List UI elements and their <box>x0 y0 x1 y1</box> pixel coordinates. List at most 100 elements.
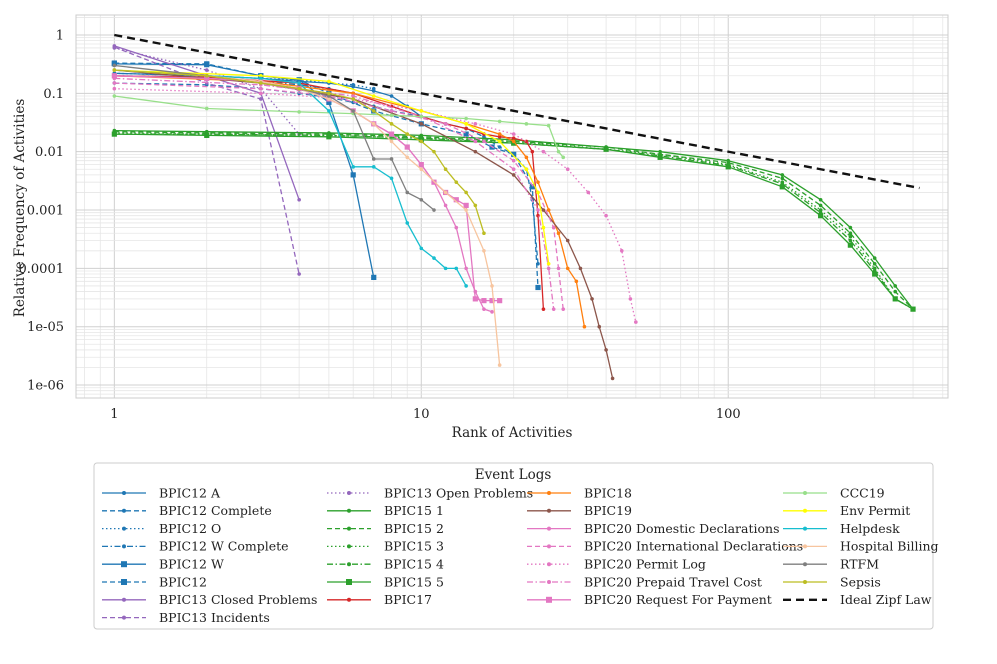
x-axis-label: Rank of Activities <box>452 425 573 441</box>
data-point <box>497 139 502 144</box>
series-line <box>114 46 300 275</box>
data-point <box>111 73 117 79</box>
data-point <box>464 266 468 271</box>
legend-item: BPIC13 Incidents <box>102 610 270 625</box>
data-point <box>443 190 448 195</box>
data-point <box>628 297 633 301</box>
legend-label: BPIC20 Domestic Declarations <box>584 521 780 536</box>
data-point <box>419 114 424 119</box>
data-point <box>872 271 878 277</box>
data-point <box>565 238 570 243</box>
data-point <box>872 266 877 271</box>
y-tick-label: 1 <box>56 28 64 43</box>
series-line <box>114 133 914 310</box>
series-layer <box>111 33 920 381</box>
series-line <box>114 45 300 200</box>
legend-label: BPIC19 <box>584 503 632 518</box>
data-point <box>473 149 478 154</box>
data-point <box>297 110 301 114</box>
data-point <box>432 208 436 212</box>
data-point <box>371 86 376 91</box>
legend-item: BPIC12 A <box>102 485 221 500</box>
data-point <box>556 149 561 154</box>
data-point <box>419 246 424 251</box>
data-point <box>443 167 448 172</box>
data-point <box>511 136 516 141</box>
data-point <box>371 94 376 98</box>
data-point <box>351 97 355 101</box>
series-line <box>114 77 555 310</box>
legend-label: Sepsis <box>840 574 881 589</box>
legend-item: BPIC20 International Declarations <box>527 539 803 554</box>
data-point <box>419 139 424 144</box>
y-axis-label: Relative Frequency of Activities <box>12 99 28 318</box>
data-point <box>511 132 516 136</box>
data-point <box>296 77 302 83</box>
legend-label: BPIC20 International Declarations <box>584 539 803 554</box>
legend-label: BPIC15 3 <box>384 539 444 554</box>
data-point <box>818 208 823 212</box>
data-point <box>405 155 410 160</box>
series-line <box>114 132 914 310</box>
data-point <box>388 131 395 137</box>
data-point <box>546 123 551 128</box>
data-point <box>511 158 516 163</box>
series-group <box>114 33 920 190</box>
data-point <box>204 68 209 72</box>
legend-swatch-marker <box>347 508 351 513</box>
data-point <box>780 176 785 181</box>
data-point <box>524 155 529 160</box>
data-point <box>546 208 551 212</box>
data-point <box>482 231 486 236</box>
legend-swatch-marker <box>347 597 351 602</box>
legend-label: BPIC12 W <box>159 557 224 572</box>
data-point <box>443 203 448 208</box>
series-line <box>114 129 914 310</box>
data-point <box>112 68 117 72</box>
data-point <box>565 266 570 271</box>
data-point <box>463 131 469 137</box>
data-point <box>489 298 495 304</box>
data-point <box>893 289 898 294</box>
data-point <box>464 208 468 212</box>
data-point <box>443 122 448 126</box>
data-point <box>511 139 516 144</box>
legend-label: CCC19 <box>840 485 885 500</box>
data-point <box>405 132 410 136</box>
legend-label: BPIC15 5 <box>384 574 444 589</box>
data-point <box>258 73 263 78</box>
data-point <box>574 279 579 284</box>
data-point <box>551 307 556 311</box>
legend-label: Hospital Billing <box>840 539 939 554</box>
data-point <box>371 274 377 281</box>
data-point <box>204 106 209 111</box>
legend-box <box>93 462 934 630</box>
data-point <box>443 266 448 271</box>
series-group <box>111 131 916 312</box>
series-line <box>114 133 914 310</box>
data-point <box>848 225 853 230</box>
data-point <box>351 91 355 96</box>
y-tick-label: 1e-05 <box>27 320 64 335</box>
legend-item: Sepsis <box>783 574 881 589</box>
data-point <box>481 298 487 304</box>
legend-item: Hospital Billing <box>783 539 939 554</box>
legend-label: Helpdesk <box>840 521 900 536</box>
data-point <box>419 109 424 113</box>
data-point <box>847 242 853 248</box>
data-point <box>326 134 332 140</box>
data-point <box>541 225 546 230</box>
y-tick-label: 0.01 <box>35 145 64 160</box>
legend-swatch-marker <box>547 580 551 584</box>
data-point <box>472 296 478 302</box>
data-point <box>910 306 916 312</box>
data-point <box>112 81 117 85</box>
data-point <box>351 82 355 87</box>
data-point <box>327 91 331 96</box>
legend-swatch-marker <box>122 491 126 495</box>
data-point <box>111 60 117 66</box>
x-tick-label: 1 <box>110 407 118 422</box>
data-point <box>556 231 561 236</box>
legend-swatch-marker <box>803 562 807 567</box>
legend-label: BPIC15 1 <box>384 503 444 518</box>
